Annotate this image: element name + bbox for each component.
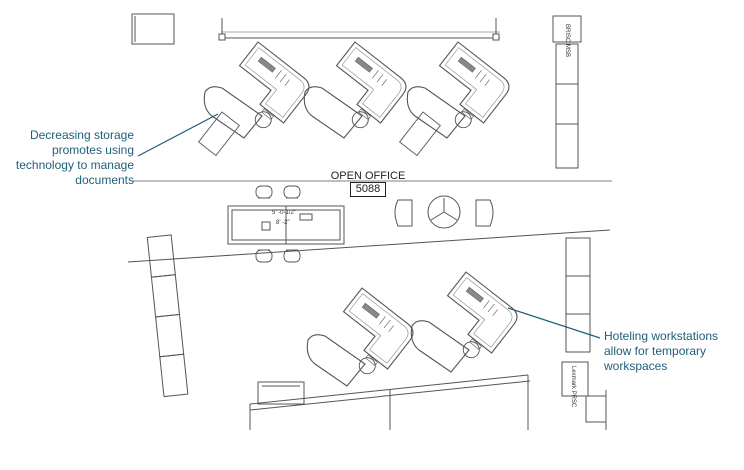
callout-storage-line-2: promotes using [51,143,134,157]
callout-storage-line-3: technology to manage [15,158,134,172]
storage-column-top [552,15,582,169]
callout-storage: Decreasing storage promotes using techno… [4,128,134,188]
storage-column-right [561,237,607,423]
callout-storage-line-1: Decreasing storage [29,128,134,142]
equipment-tag-bottom: Lexmark PRSC [570,366,576,408]
workstation-cluster-top [198,41,514,156]
walls [127,18,612,430]
equipment-tag-top: BRISC MSB [564,24,570,57]
callout-hoteling-line-2: allow for temporary [604,344,707,358]
storage-column-left [146,234,189,398]
callout-hoteling: Hoteling workstations allow for temporar… [604,329,740,374]
table-width-dimension: 8' -2" [276,220,290,226]
storage-box [131,13,175,45]
room-name: OPEN OFFICE [330,170,406,182]
room-number: 5088 [350,182,386,197]
callout-hoteling-line-1: Hoteling workstations [604,329,719,343]
meeting-table [227,205,345,245]
callout-leader-storage [137,113,219,157]
callout-storage-line-4: documents [75,173,134,187]
table-length-dimension: 5' -0-1/2" [272,210,296,216]
callout-hoteling-line-3: workspaces [604,359,668,373]
printer-box [257,381,305,405]
workstation-cluster-bottom [306,271,522,387]
callout-leader-hoteling [507,307,601,339]
lounge-table [394,195,494,229]
